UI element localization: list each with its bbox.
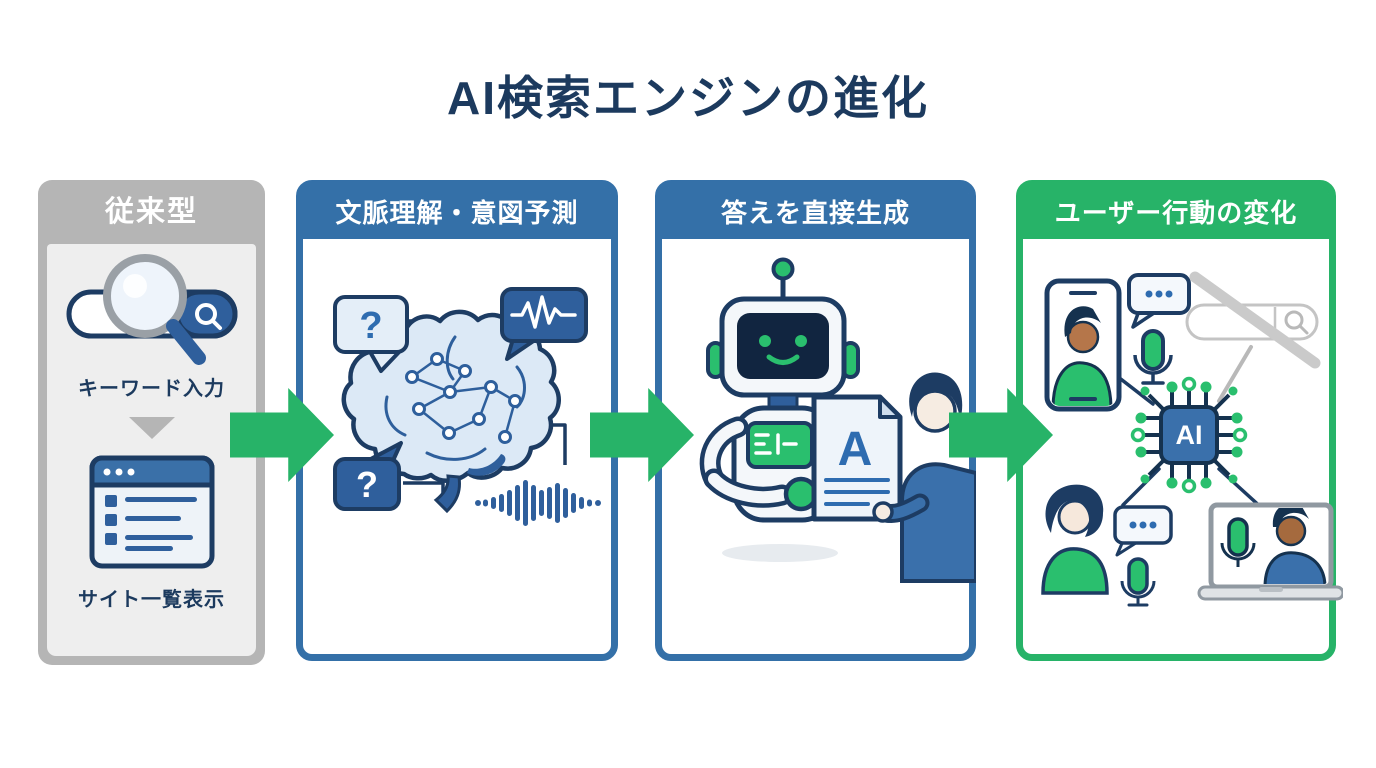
user-behavior-illustration: AI bbox=[1041, 271, 1343, 607]
panel-context-header: 文脈理解・意図予測 bbox=[303, 187, 611, 239]
panel-behavior-header: ユーザー行動の変化 bbox=[1023, 187, 1329, 239]
ai-chip-icon: AI bbox=[1130, 376, 1248, 494]
page-title: AI検索エンジンの進化 bbox=[447, 72, 929, 124]
panel-answer-body: A bbox=[662, 247, 976, 662]
site-list-label: サイト一覧表示 bbox=[78, 589, 225, 611]
person-receiving-icon bbox=[872, 372, 976, 583]
panel-user-behavior: ユーザー行動の変化 bbox=[1016, 180, 1343, 664]
panel-traditional-body: キーワード入力 サイト一覧表示 bbox=[47, 244, 256, 656]
search-bar-magnifier-icon bbox=[66, 254, 237, 365]
panel-answer-generation: 答えを直接生成 bbox=[655, 180, 976, 661]
panel-context-body: ? ? bbox=[303, 277, 611, 692]
panel-traditional: 従来型 キーワード入力 bbox=[38, 180, 265, 665]
audio-waveform-icon bbox=[475, 480, 601, 526]
panel-traditional-header: 従来型 bbox=[104, 196, 198, 228]
document-letter-text: A bbox=[838, 423, 873, 476]
site-list-window-icon bbox=[89, 455, 214, 569]
waveform-bubble-icon bbox=[500, 287, 588, 361]
question-bubble-light-icon: ? bbox=[333, 295, 409, 373]
panel-answer-header: 答えを直接生成 bbox=[662, 187, 969, 239]
question-mark-text: ? bbox=[359, 305, 382, 347]
panel-behavior-body: AI bbox=[1023, 249, 1343, 664]
microphone-icon bbox=[1133, 329, 1173, 385]
down-arrow-icon bbox=[128, 417, 175, 439]
robot-icon bbox=[699, 257, 860, 523]
ai-chip-label: AI bbox=[1176, 420, 1203, 450]
answer-document-icon: A bbox=[811, 394, 903, 522]
chat-bubble-icon bbox=[1127, 273, 1191, 329]
keyword-input-label: キーワード入力 bbox=[78, 378, 225, 400]
crossed-search-bar-icon bbox=[1185, 271, 1321, 369]
strikethrough-line bbox=[1189, 271, 1321, 369]
microphone-icon bbox=[1120, 557, 1156, 607]
person-speaking-icon bbox=[1041, 484, 1109, 595]
question-bubble-dark-icon: ? bbox=[333, 441, 403, 511]
chat-bubble-icon bbox=[1113, 505, 1173, 557]
question-mark-text: ? bbox=[356, 464, 378, 505]
laptop-person-icon bbox=[1197, 502, 1343, 601]
robot-handing-document-icon: A bbox=[699, 257, 976, 583]
smartphone-person-icon bbox=[1044, 278, 1122, 412]
panel-context-understanding: 文脈理解・意図予測 bbox=[296, 180, 618, 661]
brain-network-icon: ? ? bbox=[333, 287, 601, 526]
